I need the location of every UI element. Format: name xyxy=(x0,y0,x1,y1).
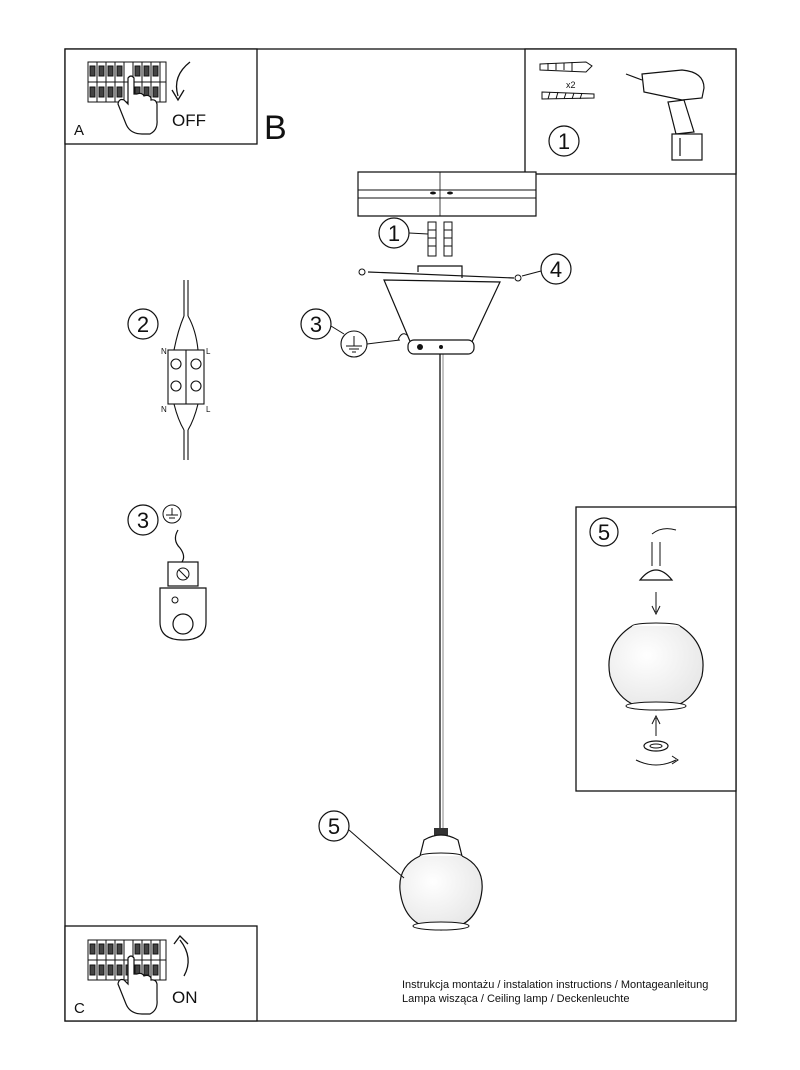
hand-pointer-icon xyxy=(117,75,158,135)
panel-a-letter: A xyxy=(74,122,84,139)
callout-ground-canopy: 3 xyxy=(310,312,322,337)
switch-off-arrow-icon xyxy=(175,61,191,97)
hand-pointer-icon xyxy=(117,955,158,1015)
wall-plug-icon xyxy=(539,61,593,73)
shade-cap xyxy=(419,834,463,857)
callout-mounting-screw: 4 xyxy=(550,257,562,282)
connector-l-top: L xyxy=(206,347,211,356)
pendant-shade: 5 xyxy=(318,810,483,931)
panel-b-letter: B xyxy=(264,109,287,147)
callout-ground-clamp: 3 xyxy=(137,508,149,533)
callout-wire-connector: 2 xyxy=(137,312,149,337)
switch-on-label: ON xyxy=(172,988,198,1007)
switch-on-arrow-icon xyxy=(179,939,189,977)
screw-icon xyxy=(541,91,595,100)
connector-n-top: N xyxy=(161,347,167,356)
panel-a: OFF A xyxy=(64,48,258,145)
hardware-panel: x2 1 xyxy=(524,48,737,175)
arrow-head-icon xyxy=(173,935,189,945)
ceiling-block xyxy=(357,171,537,217)
hardware-quantity: x2 xyxy=(566,80,576,90)
connector-l-bottom: L xyxy=(206,405,211,414)
ground-clamp-detail: 3 xyxy=(127,504,207,641)
shade-detail-panel: 5 xyxy=(575,506,737,792)
hardware-step-number: 1 xyxy=(558,129,570,154)
callout-shade-detail: 5 xyxy=(598,520,610,545)
glass-globe xyxy=(399,855,483,931)
step-1-circle xyxy=(548,125,580,157)
wall-plug-icon xyxy=(427,221,453,257)
connector-n-bottom: N xyxy=(161,405,167,414)
switch-off-label: OFF xyxy=(172,111,206,130)
footer-product: Lampa wisząca / Ceiling lamp / Deckenleu… xyxy=(402,993,629,1005)
panel-c-letter: C xyxy=(74,1000,85,1017)
mounting-bracket xyxy=(367,271,515,279)
arrow-head-icon xyxy=(171,89,185,102)
wire-connector-detail: 2 N L N L xyxy=(127,280,211,460)
canopy xyxy=(383,279,501,347)
rotate-arrow-icon xyxy=(635,759,677,766)
drill-icon xyxy=(625,69,705,161)
ceiling-assembly: 1 4 3 xyxy=(300,171,572,358)
breaker-panel-on-icon xyxy=(87,939,167,981)
wire-connector-icon xyxy=(167,280,205,460)
footer-instructions: Instrukcja montażu / instalation instruc… xyxy=(402,979,708,991)
panel-c: ON C xyxy=(64,925,258,1022)
callout-shade-main: 5 xyxy=(328,814,340,839)
glass-globe xyxy=(608,625,704,711)
shade-cap xyxy=(638,569,674,581)
callout-screw-anchor: 1 xyxy=(388,221,400,246)
